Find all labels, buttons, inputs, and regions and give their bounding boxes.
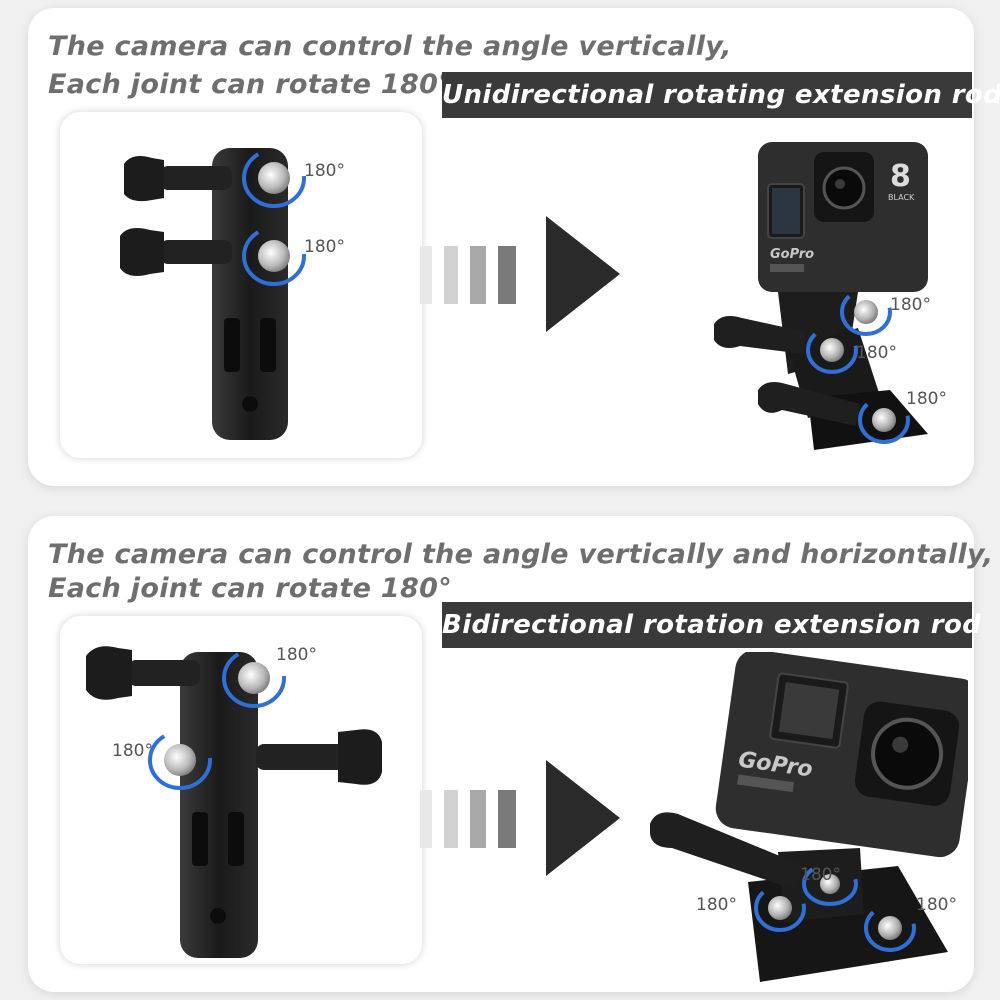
mounted-camera-illustration: 8 BLACK GoPro 180° 180° 180°	[714, 142, 947, 450]
section-headline-line1: The camera can control the angle vertica…	[48, 31, 732, 62]
rotation-label: 180°	[276, 645, 317, 665]
camera-edition: BLACK	[888, 193, 915, 202]
camera-model-number: 8	[890, 159, 911, 194]
rotation-label: 180°	[800, 865, 841, 885]
rotation-label: 180°	[906, 389, 947, 409]
rotation-label: 180°	[696, 895, 737, 915]
rotation-label: 180°	[304, 161, 345, 181]
mounted-camera-illustration: GoPro 180° 180° 180°	[650, 652, 968, 982]
rotation-label: 180°	[304, 237, 345, 257]
mounted-camera-scene: 8 BLACK GoPro 180° 180° 180°	[628, 128, 968, 468]
rotation-label: 180°	[890, 295, 931, 315]
extension-arm-illustration: 180° 180°	[86, 645, 382, 958]
mounted-camera-scene: GoPro 180° 180° 180°	[628, 652, 968, 992]
rotation-label: 180°	[916, 895, 957, 915]
bidirectional-section: The camera can control the angle vertica…	[28, 516, 993, 992]
extension-arm-photo: 180° 180°	[60, 616, 422, 964]
section-headline-line2: Each joint can rotate 180°	[48, 69, 452, 100]
extension-arm-illustration: 180° 180°	[120, 148, 345, 440]
unidirectional-section: The camera can control the angle vertica…	[28, 8, 1000, 486]
section-title-bar: Unidirectional rotating extension rod	[442, 72, 1000, 118]
rotation-label: 180°	[112, 741, 153, 761]
arrow-right-icon	[420, 216, 620, 332]
section-title-bar: Bidirectional rotation extension rod	[442, 602, 981, 648]
direction-arrow	[420, 752, 630, 882]
arrow-right-icon	[420, 760, 620, 876]
section-headline-line1: The camera can control the angle vertica…	[48, 539, 994, 570]
camera-brand-logo: GoPro	[770, 247, 814, 262]
direction-arrow	[420, 208, 630, 338]
section-headline-line2: Each joint can rotate 180°	[48, 573, 452, 604]
rotation-label: 180°	[856, 343, 897, 363]
extension-arm-photo: 180° 180°	[60, 112, 422, 458]
